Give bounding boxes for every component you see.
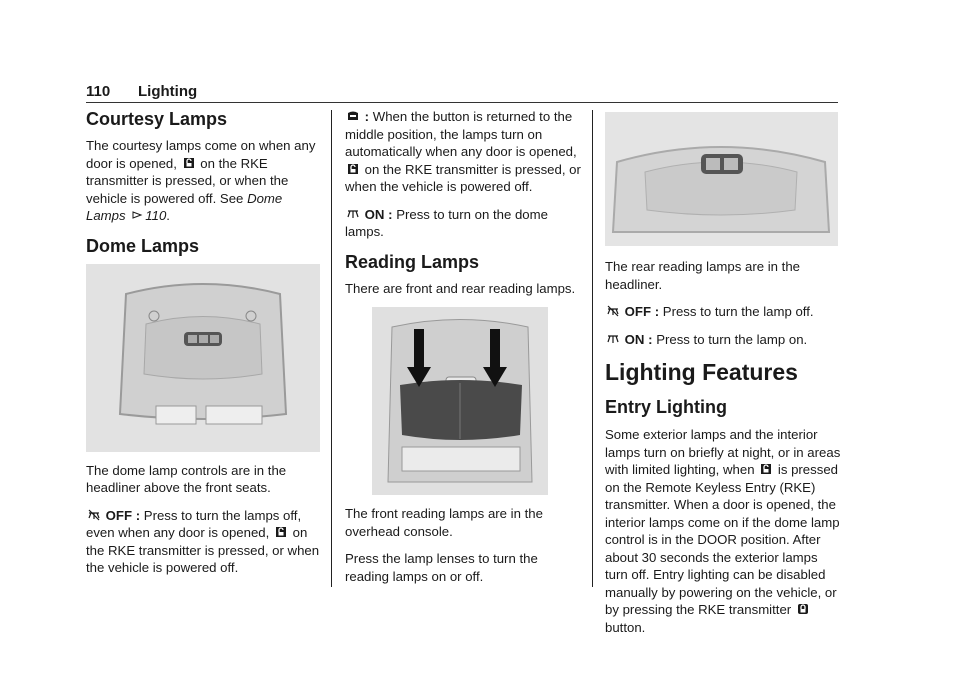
heading-dome-lamps: Dome Lamps [86,235,200,256]
page-ref-arrow-icon [132,211,143,219]
dome-caption: The dome lamp controls are in the headli… [86,462,287,496]
column-divider-1 [331,110,332,587]
reading-intro: There are front and rear reading lamps. [345,280,576,296]
page-number: 110 [86,83,111,100]
front-reading-caption: The front reading lamps are in the overh… [345,506,543,539]
courtesy-paragraph: The courtesy lamps come on when any door… [86,138,316,224]
unlock-icon [348,163,358,174]
column-3: The rear reading lamps are in the headli… [605,108,841,646]
column-2: : When the button is returned to the mid… [345,108,581,595]
dome-lamp-image [86,263,320,452]
door-icon [348,111,358,120]
heading-lighting-features: Lighting Features [605,359,798,385]
page-ref[interactable]: 110 [145,208,167,223]
dome-on-paragraph: ON : Press to turn on the dome lamps. [345,206,548,240]
dome-off-paragraph: OFF : Press to turn the lamps off, even … [86,507,320,576]
door-paragraph: : When the button is returned to the mid… [345,109,581,194]
lamp-on-icon [607,334,619,343]
unlock-icon [275,527,286,537]
rear-off-paragraph: OFF : Press to turn the lamp off. [605,303,841,321]
front-reading-lamp-image [372,307,548,495]
rear-reading-caption: The rear reading lamps are in the headli… [605,259,800,292]
column-1: Courtesy Lamps The courtesy lamps come o… [86,108,320,587]
entry-lighting-paragraph: Some exterior lamps and the interior lam… [605,427,841,635]
lamp-off-icon [607,305,619,317]
unlock-icon [183,157,194,168]
dome-lamps-link[interactable]: Dome Lamps [86,190,283,224]
rear-reading-lamp-image [605,112,838,246]
lamp-on-icon [347,209,359,218]
heading-entry-lighting: Entry Lighting [605,397,727,417]
lock-icon [797,604,808,614]
column-divider-2 [592,110,593,587]
heading-reading-lamps: Reading Lamps [345,251,480,272]
rear-on-paragraph: ON : Press to turn the lamp on. [605,331,841,349]
lamp-off-icon [88,509,100,520]
header-divider [86,102,838,103]
page-header: 110 Lighting [86,83,838,103]
heading-courtesy-lamps: Courtesy Lamps [86,109,228,129]
press-lenses-paragraph: Press the lamp lenses to turn the readin… [345,551,538,584]
section-title: Lighting [138,83,198,100]
unlock-icon [761,464,772,474]
